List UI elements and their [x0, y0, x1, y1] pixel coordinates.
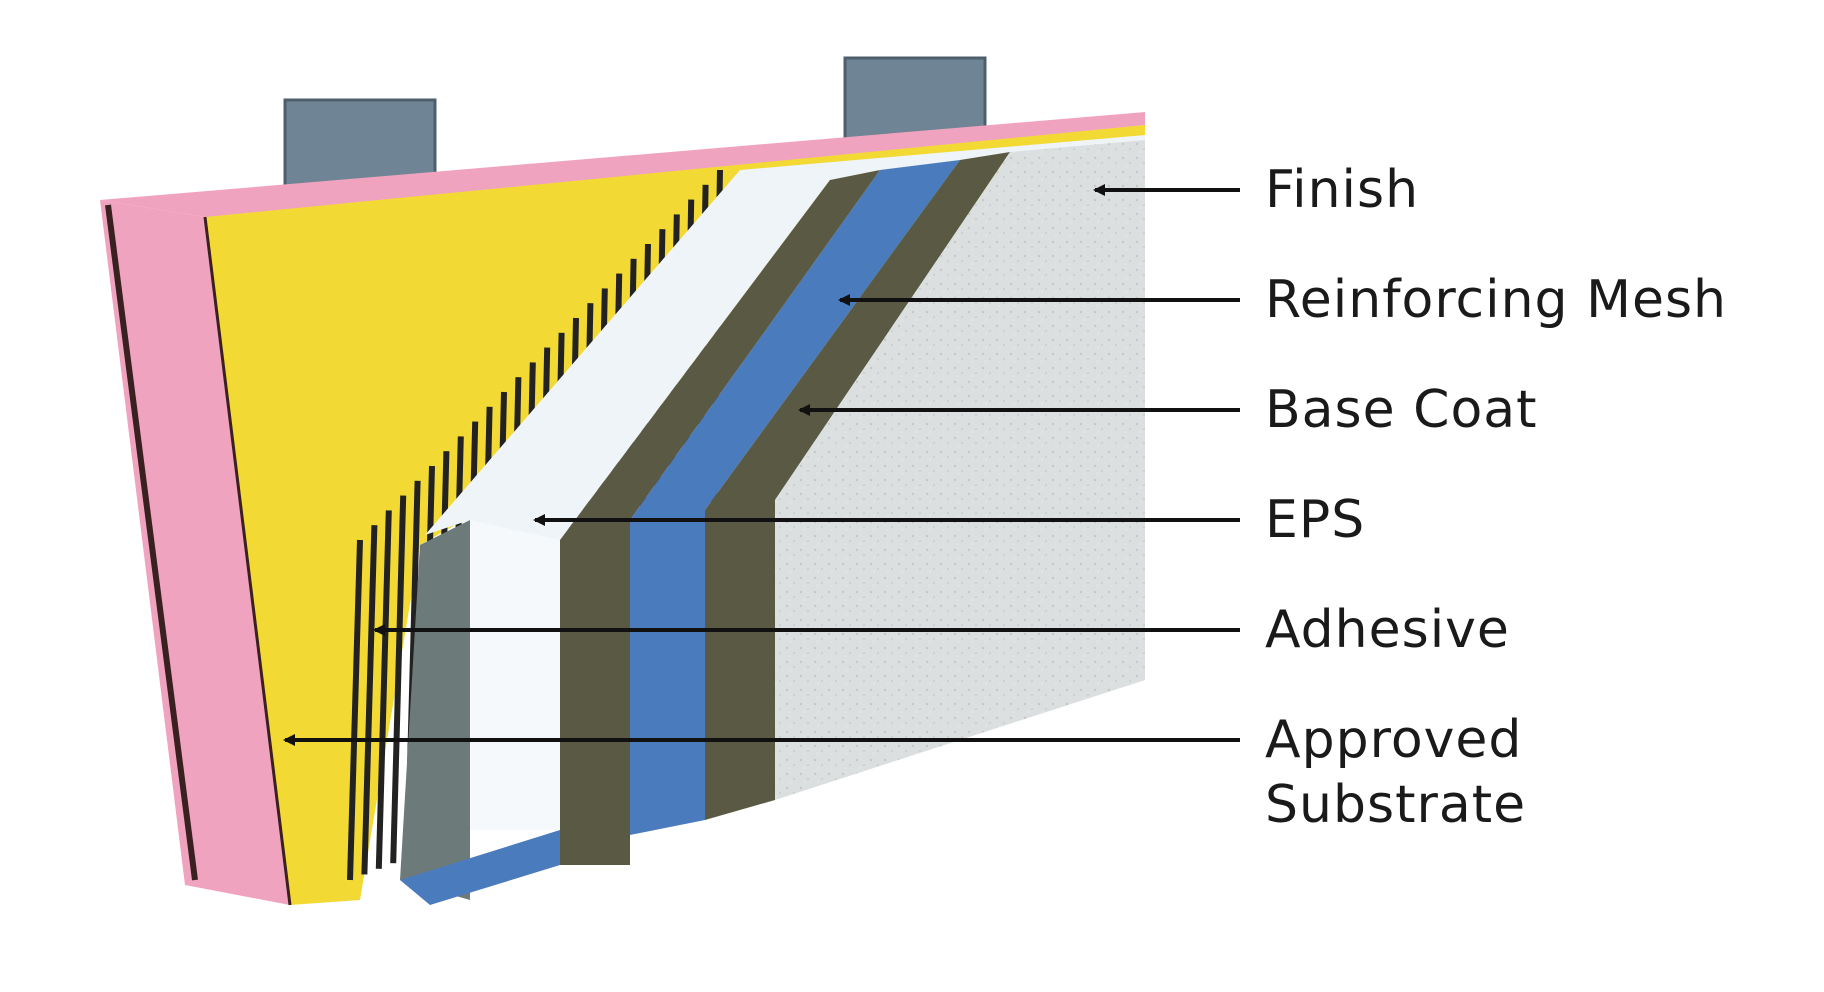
mesh-layer — [630, 160, 960, 835]
adhesive-ribbon — [390, 495, 407, 864]
label-adhesive: Adhesive — [1265, 600, 1510, 660]
adhesive-ribbon — [347, 539, 363, 881]
label-finish: Finish — [1265, 160, 1420, 220]
label-base-coat: Base Coat — [1265, 380, 1538, 440]
pointer-lines — [283, 184, 1240, 746]
finish-layer — [775, 140, 1145, 800]
sheathing-layer — [100, 112, 1145, 905]
label-eps: EPS — [1265, 490, 1366, 550]
label-reinforcing-mesh: Reinforcing Mesh — [1265, 270, 1727, 330]
adhesive-ribbon — [361, 525, 378, 875]
label-approved-substrate-line1: Approved — [1265, 710, 1523, 770]
base-coat-layer — [560, 170, 880, 865]
eps-edge — [400, 520, 470, 900]
stud-left — [283, 98, 437, 192]
base-coat-outer — [705, 152, 1010, 820]
mesh-bottom — [400, 830, 560, 905]
label-approved-substrate-line2: Substrate — [1265, 775, 1527, 835]
adhesive-ribbon — [375, 510, 392, 869]
substrate-layer — [205, 125, 1145, 905]
